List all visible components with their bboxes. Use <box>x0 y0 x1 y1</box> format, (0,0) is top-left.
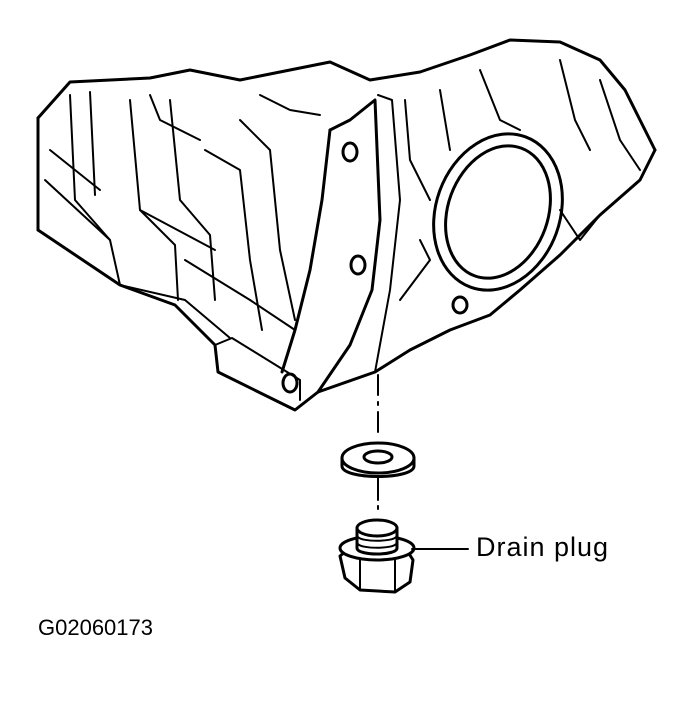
drain-plug-washer <box>340 441 416 478</box>
figure-code: G02060173 <box>38 615 153 640</box>
drain-plug <box>338 518 416 594</box>
drain-plug-label: Drain plug <box>476 532 610 562</box>
oil-pan-body <box>36 38 657 412</box>
